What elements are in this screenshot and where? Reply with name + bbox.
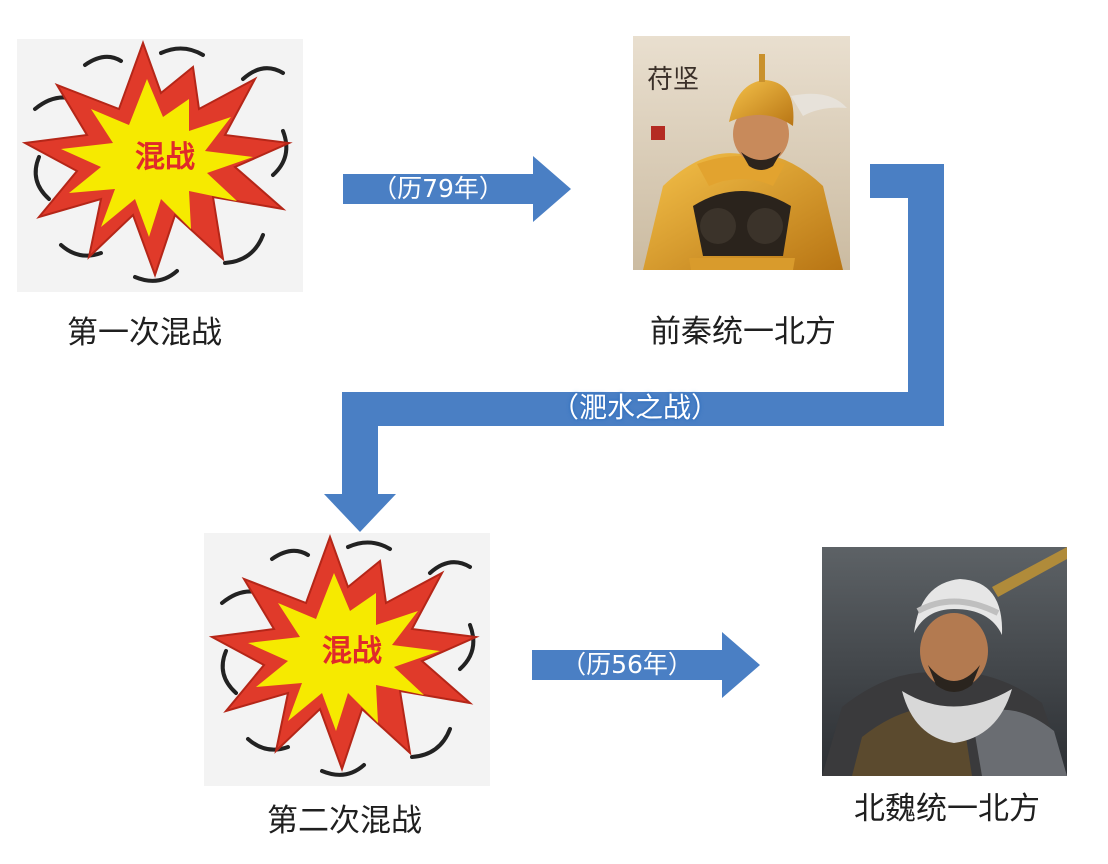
wei-caption: 北魏统一北方 [854,791,1040,827]
elbow-connector [324,164,944,532]
arrow-1 [343,156,571,222]
arrow-3-label: （历56年） [561,650,693,679]
arrow-3 [532,632,760,698]
qin-portrait-inscription: 苻坚 [647,65,699,95]
warrior-portrait-qin: 苻坚 [633,36,850,270]
qin-caption: 前秦统一北方 [650,314,836,350]
arrow-2-label: （淝水之战） [551,391,720,424]
chaos-1-burst-label: 混战 [135,140,195,175]
warrior-portrait-wei [822,547,1067,776]
chaos-2-caption: 第二次混战 [267,803,422,839]
explosion-burst-icon: 混战 [208,534,480,777]
chaos-1-caption: 第一次混战 [67,315,222,351]
explosion-burst-icon: 混战 [21,40,293,283]
arrow-1-label: （历79年） [372,174,504,203]
chaos-2-burst-label: 混战 [322,634,382,669]
